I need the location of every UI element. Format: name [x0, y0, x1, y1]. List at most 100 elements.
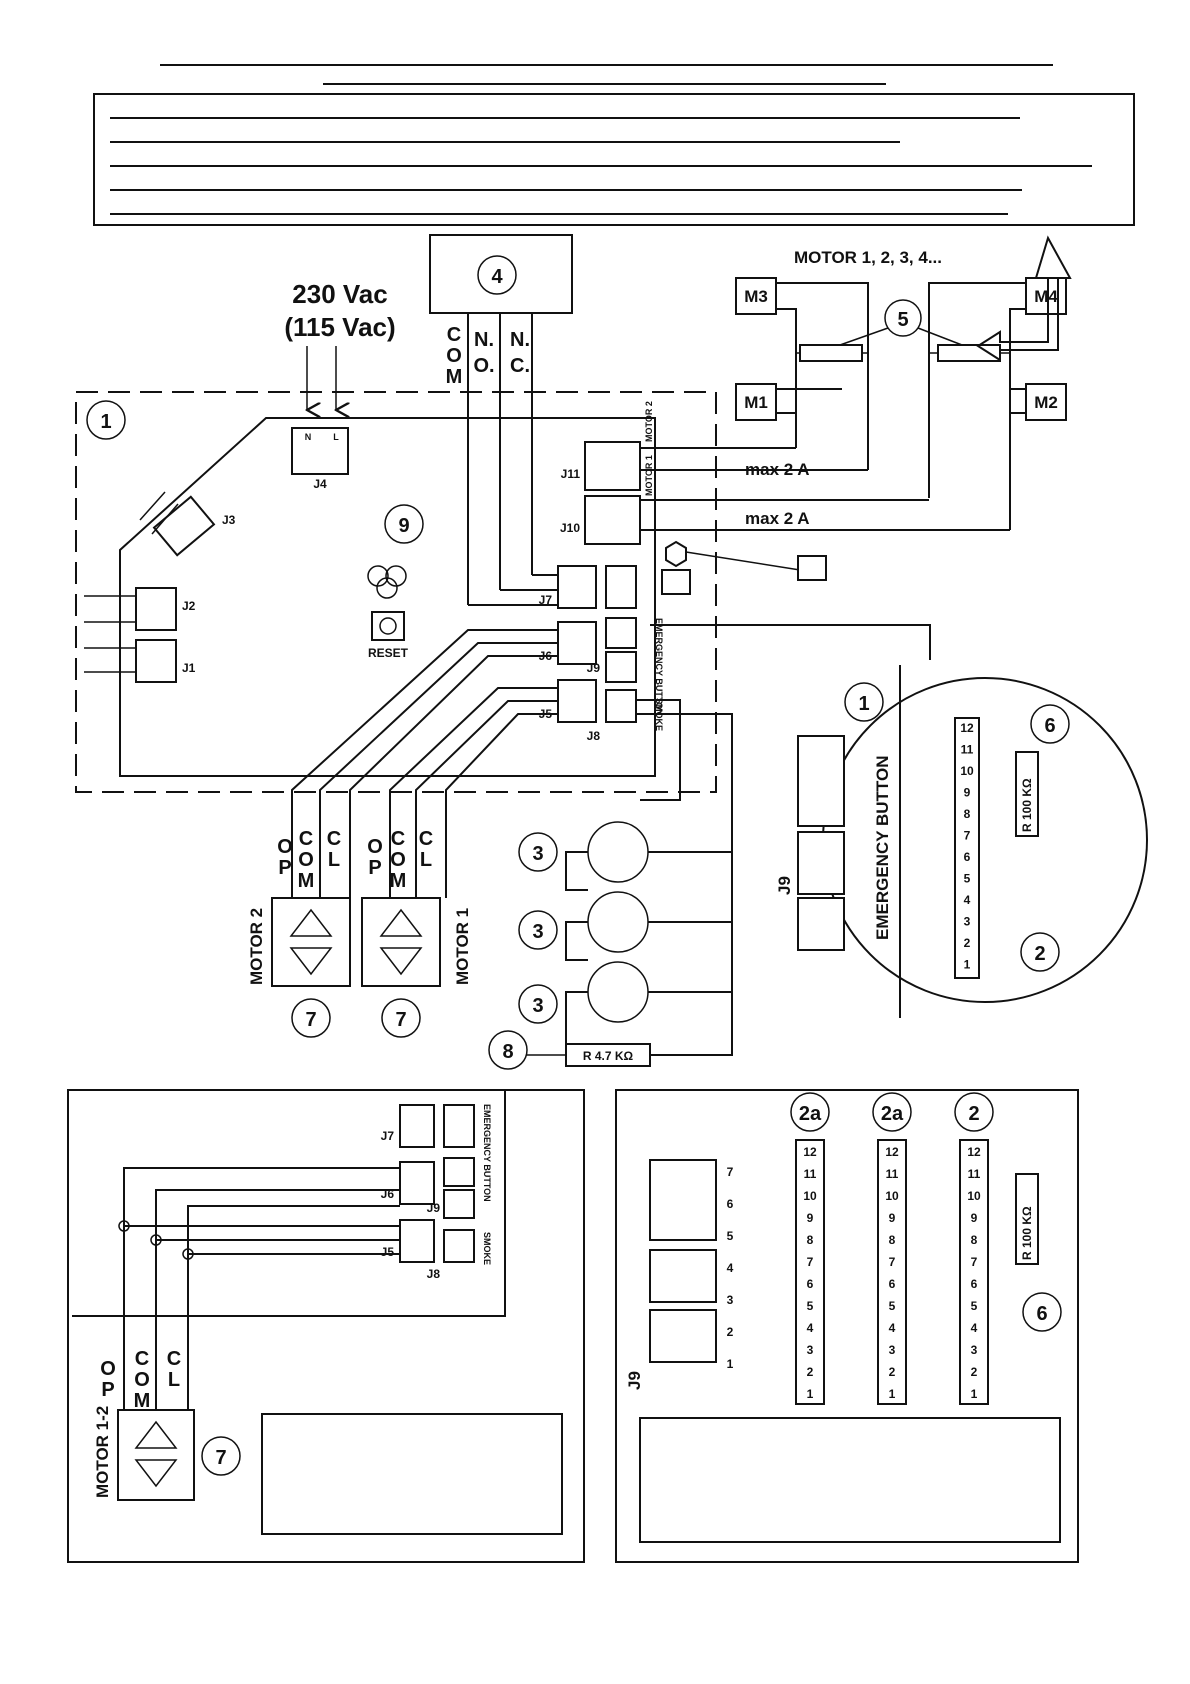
callout-2-bottom [954, 1092, 994, 1132]
svg-text:3: 3 [532, 921, 543, 943]
cl-12-l: L [168, 1369, 180, 1391]
svg-text:R 100 KΩ: R 100 KΩ [1020, 778, 1034, 832]
connector-j10 [584, 495, 641, 545]
svg-text:MOTOR 2: MOTOR 2 [247, 908, 266, 985]
terminal-block-2a-a [795, 1139, 825, 1405]
terminal-2-4: 4 [971, 1321, 978, 1335]
connector-j8 [605, 689, 637, 723]
emergency-button-bottom-label: EMERGENCY BUTTON [482, 1104, 492, 1202]
current-j11: max 2 A [745, 460, 810, 479]
svg-text:J1: J1 [182, 661, 196, 675]
connector-j7-bottom [399, 1104, 435, 1148]
svg-text:MOTOR 1: MOTOR 1 [453, 908, 472, 985]
terminal-2a-b-9: 9 [889, 1211, 896, 1225]
svg-text:J8: J8 [427, 1267, 441, 1281]
svg-text:2: 2 [968, 1103, 979, 1125]
emergency-button-inset: 1 J9 EMERGENCY BUTTON R 100 KΩ 6 2 12345… [650, 624, 1148, 1018]
terminal-2-6: 6 [971, 1277, 978, 1291]
com-2-c: C [299, 828, 313, 850]
com-letter-1: C [447, 324, 461, 346]
motor-2-board-label: MOTOR 2 [644, 401, 654, 442]
current-j10: max 2 A [745, 509, 810, 528]
com-letter-2: O [446, 345, 462, 367]
cl-2-l: L [328, 849, 340, 871]
connector-j2: J2 [84, 587, 196, 631]
svg-text:J4: J4 [313, 477, 327, 491]
connector-j3: J3 [139, 491, 236, 557]
com-2-m: M [298, 870, 315, 892]
com-1-o: O [390, 849, 406, 871]
motor-m2 [1025, 383, 1067, 421]
no-label-2: O. [473, 355, 494, 377]
control-board: 1 N L J4 J3 J2 J1 9 [75, 391, 1011, 793]
svg-text:M1: M1 [744, 393, 768, 412]
svg-text:R 100 KΩ: R 100 KΩ [1020, 1206, 1034, 1260]
callout-6-bottom [1022, 1292, 1062, 1332]
svg-text:4: 4 [491, 266, 503, 288]
svg-text:3: 3 [532, 843, 543, 865]
svg-text:J11: J11 [561, 467, 581, 481]
callout-7-b [381, 998, 421, 1038]
svg-text:J8: J8 [587, 729, 601, 743]
parallel-motors-panel: J7 J6 J5 J9 J8 EMERGENCY BUTTON SMOKE O … [67, 1089, 585, 1563]
svg-text:2a: 2a [881, 1103, 904, 1125]
terminal-2-1: 1 [971, 1387, 978, 1401]
terminal-2a-a-4: 4 [807, 1321, 814, 1335]
svg-text:MOTOR 1-2: MOTOR 1-2 [93, 1406, 112, 1498]
note-box-left [261, 1413, 563, 1535]
no-label-1: N. [474, 329, 494, 351]
terminal-2a-b-7: 7 [889, 1255, 896, 1269]
terminal-2a-a-9: 9 [807, 1211, 814, 1225]
inset-terminal-10: 10 [960, 764, 974, 778]
connector-j4 [291, 427, 349, 475]
terminal-2a-b-4: 4 [889, 1321, 896, 1335]
callout-3-c [518, 984, 558, 1024]
svg-text:7: 7 [305, 1009, 316, 1031]
inset-terminal-11: 11 [961, 743, 974, 757]
svg-text:J2: J2 [182, 599, 196, 613]
terminal-2a-b-10: 10 [885, 1189, 899, 1203]
svg-text:9: 9 [398, 515, 409, 537]
j9-pin-7: 7 [727, 1165, 734, 1179]
callout-2a-a [790, 1092, 830, 1132]
svg-text:7: 7 [215, 1447, 226, 1469]
svg-text:3: 3 [532, 995, 543, 1017]
terminal-2-12: 12 [967, 1145, 981, 1159]
terminal-2-10: 10 [967, 1189, 981, 1203]
connector-j5: J5 J8 [539, 679, 637, 743]
j9-pin-5: 5 [727, 1229, 734, 1243]
callout-1 [86, 400, 126, 440]
callout-5 [884, 299, 922, 337]
svg-text:2: 2 [1034, 943, 1045, 965]
smoke-detectors: 3 3 3 R 4.7 KΩ 8 [488, 699, 733, 1070]
callout-3-a [518, 832, 558, 872]
com-12-m: M [134, 1390, 151, 1412]
connector-j5-bottom [399, 1219, 435, 1263]
mains-supply: 230 Vac (115 Vac) [284, 279, 396, 410]
terminal-2a-a-7: 7 [807, 1255, 814, 1269]
note-box-right [639, 1417, 1061, 1543]
svg-text:M4: M4 [1034, 287, 1058, 306]
terminal-2a-a-1: 1 [807, 1387, 814, 1401]
inset-terminal-2: 2 [964, 936, 971, 950]
nc-label-1: N. [510, 329, 530, 351]
svg-text:6: 6 [1044, 715, 1055, 737]
connector-j6: J6 J9 [539, 617, 637, 683]
terminal-block-2a-b [877, 1139, 907, 1405]
terminal-2a-b-6: 6 [889, 1277, 896, 1291]
svg-text:J9: J9 [427, 1201, 441, 1215]
terminal-2a-a-8: 8 [807, 1233, 814, 1247]
reset-button [371, 611, 405, 641]
svg-text:M2: M2 [1034, 393, 1058, 412]
terminal-2-2: 2 [971, 1365, 978, 1379]
svg-text:J7: J7 [539, 593, 553, 607]
terminal-2a-b-3: 3 [889, 1343, 896, 1357]
emergency-button-board-label: EMERGENCY BUTTON [654, 618, 664, 716]
svg-text:J7: J7 [381, 1129, 395, 1143]
svg-text:R 4.7 KΩ: R 4.7 KΩ [583, 1049, 634, 1063]
alarm-contact: 4 C O M N. O. N. C. [429, 234, 573, 605]
note-box [93, 93, 1135, 226]
bottom-terminal-numbers: 1234567891011121234567891011121234567891… [803, 1145, 981, 1401]
